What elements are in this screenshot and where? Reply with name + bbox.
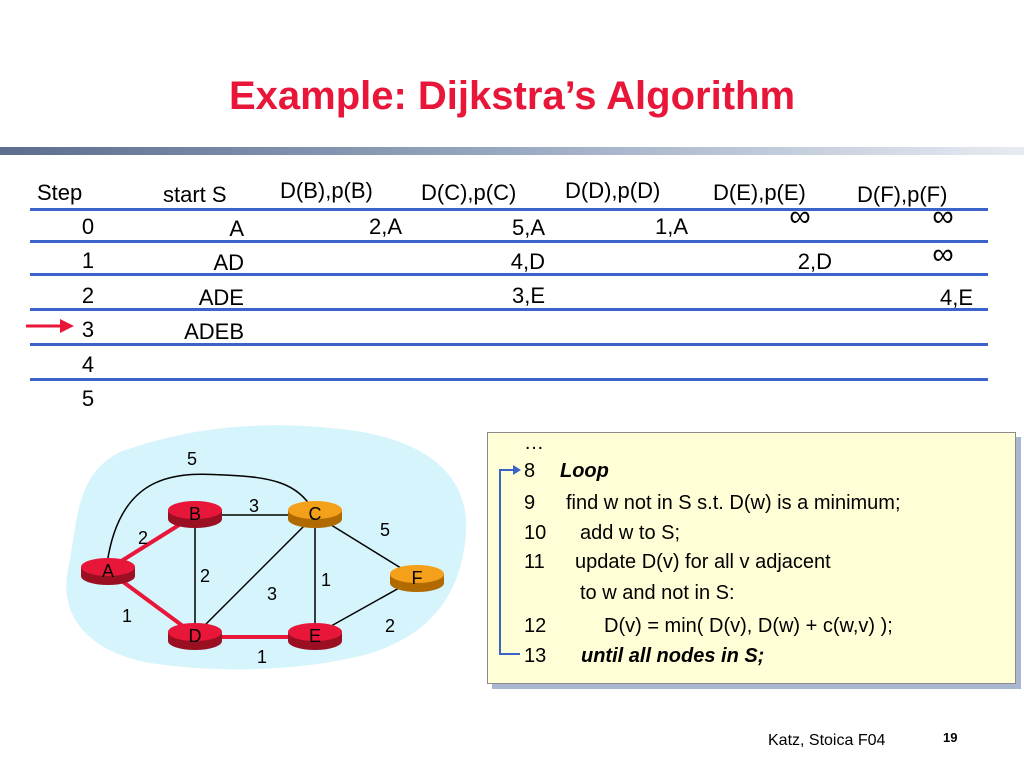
pseudocode-box: … 8 Loop 9 find w not in S s.t. D(w) is … <box>487 432 1016 684</box>
node-a-label: A <box>102 561 114 581</box>
infinity-value: ∞ <box>932 200 954 233</box>
infinity-value: ∞ <box>789 200 811 233</box>
start-s-value: ADE <box>198 285 244 310</box>
step-number: 4 <box>81 352 95 377</box>
start-s-value: AD <box>213 250 244 275</box>
weight-c-f: 5 <box>380 520 390 540</box>
network-graph: A B C D E F 5 3 2 5 2 3 1 1 2 <box>66 425 467 670</box>
weight-e-f: 2 <box>385 616 395 636</box>
step-number: 3 <box>81 317 95 342</box>
dist-d-value: 1,A <box>654 214 688 239</box>
title-divider <box>0 147 1024 155</box>
edge-a-c <box>106 473 316 565</box>
code-line-number: 10 <box>524 522 547 544</box>
node-e: E <box>288 623 342 650</box>
node-c: C <box>288 501 342 528</box>
node-b: B <box>168 501 222 528</box>
code-line-text: update D(v) for all v adjacent <box>575 551 831 573</box>
step-number: 2 <box>81 283 95 308</box>
slide-title: Example: Dijkstra’s Algorithm <box>228 74 796 118</box>
code-line-number: 12 <box>524 615 547 637</box>
node-c-label: C <box>309 504 322 524</box>
header-start-s: start S <box>163 182 227 207</box>
code-line-text: to w and not in S: <box>580 582 735 604</box>
node-d-label: D <box>189 626 202 646</box>
dist-f-value: 4,E <box>939 285 973 310</box>
code-line-number: 11 <box>524 551 545 573</box>
table-row-divider <box>30 273 988 276</box>
dist-c-value: 4,D <box>510 249 545 274</box>
node-a: A <box>81 558 135 585</box>
code-line-number: 9 <box>524 492 536 514</box>
header-f: D(F),p(F) <box>857 182 948 207</box>
current-step-arrow <box>26 319 74 333</box>
code-ellipsis: … <box>524 432 544 454</box>
header-b: D(B),p(B) <box>280 178 373 203</box>
dist-b-value: 2,A <box>368 214 402 239</box>
table-row-divider <box>30 208 988 211</box>
start-s-value: A <box>229 216 244 241</box>
step-number: 1 <box>81 248 95 273</box>
weight-a-d: 1 <box>122 606 132 626</box>
step-number: 0 <box>81 214 95 239</box>
code-line-text: until all nodes in S; <box>581 645 765 667</box>
header-e: D(E),p(E) <box>713 180 806 205</box>
start-s-value: ADEB <box>184 319 244 344</box>
code-line-text: D(v) = min( D(v), D(w) + c(w,v) ); <box>604 615 893 637</box>
weight-a-b: 2 <box>138 528 148 548</box>
code-line-number: 13 <box>524 645 547 667</box>
slide-footer: Katz, Stoica F04 <box>768 732 886 749</box>
node-e-label: E <box>309 626 321 646</box>
table-row-divider <box>30 378 988 381</box>
node-f-label: F <box>412 568 423 588</box>
weight-a-c: 5 <box>187 449 197 469</box>
code-line-text: Loop <box>560 460 609 482</box>
node-f: F <box>390 565 444 592</box>
node-b-label: B <box>189 504 201 524</box>
step-number: 5 <box>81 386 95 411</box>
graph-background-blob <box>66 425 467 670</box>
header-step: Step <box>37 180 83 205</box>
infinity-value: ∞ <box>932 238 954 271</box>
header-c: D(C),p(C) <box>421 180 517 205</box>
code-line-number: 8 <box>524 460 536 482</box>
weight-b-c: 3 <box>249 496 259 516</box>
loop-bracket <box>499 465 521 655</box>
node-d: D <box>168 623 222 650</box>
table-row-divider <box>30 308 988 311</box>
weight-c-d: 3 <box>267 584 277 604</box>
edge-c-d <box>194 514 316 636</box>
weight-b-d: 2 <box>200 566 210 586</box>
page-number: 19 <box>943 730 958 745</box>
weight-c-e: 1 <box>321 570 331 590</box>
header-d: D(D),p(D) <box>565 178 661 203</box>
dist-c-value: 3,E <box>511 283 545 308</box>
weight-d-e: 1 <box>257 647 267 667</box>
table-row-divider <box>30 240 988 243</box>
code-line-text: add w to S; <box>580 522 681 544</box>
table-row-divider <box>30 343 988 346</box>
dist-e-value: 2,D <box>797 249 832 274</box>
code-line-text: find w not in S s.t. D(w) is a minimum; <box>566 492 901 514</box>
dist-c-value: 5,A <box>511 215 545 240</box>
